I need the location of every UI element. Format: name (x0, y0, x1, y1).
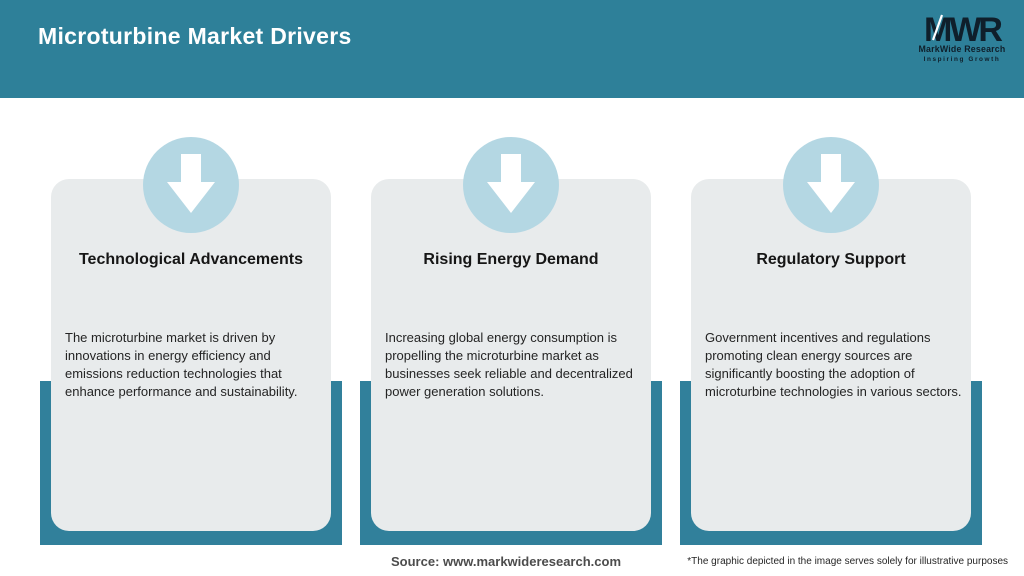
card-description: The microturbine market is driven by inn… (65, 330, 298, 399)
down-arrow-glyph (807, 154, 855, 213)
down-arrow-glyph (167, 154, 215, 213)
driver-card: Regulatory Support Government incentives… (691, 179, 971, 531)
card-description: Government incentives and regulations pr… (705, 330, 962, 399)
card-title: Regulatory Support (756, 251, 906, 268)
driver-column-regulatory-support: Regulatory Support Government incentives… (680, 137, 982, 545)
cards-row: Technological Advancements The microturb… (40, 137, 982, 545)
down-arrow-glyph (487, 154, 535, 213)
down-arrow-icon (783, 137, 879, 233)
logo-graphic: MWR MarkWide Research Inspiring Growth (919, 11, 1006, 63)
logo-name: MarkWide Research (919, 44, 1005, 54)
card-title: Technological Advancements (78, 251, 304, 268)
card-description: Increasing global energy consumption is … (385, 330, 633, 399)
markwide-research-logo: MWR MarkWide Research Inspiring Growth (919, 10, 1006, 64)
driver-column-technological-advancements: Technological Advancements The microturb… (40, 137, 342, 545)
header-bar: Microturbine Market Drivers MWR MarkWide… (0, 0, 1024, 98)
logo-tagline: Inspiring Growth (924, 56, 1001, 63)
page-title: Microturbine Market Drivers (38, 23, 352, 49)
driver-card: Technological Advancements The microturb… (51, 179, 331, 531)
card-title: Rising Energy Demand (423, 251, 599, 268)
down-arrow-icon (463, 137, 559, 233)
down-arrow-icon (143, 137, 239, 233)
source-text: Source: www.markwideresearch.com (391, 554, 622, 569)
disclaimer-text: *The graphic depicted in the image serve… (687, 556, 1008, 567)
driver-card: Rising Energy Demand Increasing global e… (371, 179, 651, 531)
logo-slash-accent (931, 14, 944, 41)
driver-column-rising-energy-demand: Rising Energy Demand Increasing global e… (360, 137, 662, 545)
